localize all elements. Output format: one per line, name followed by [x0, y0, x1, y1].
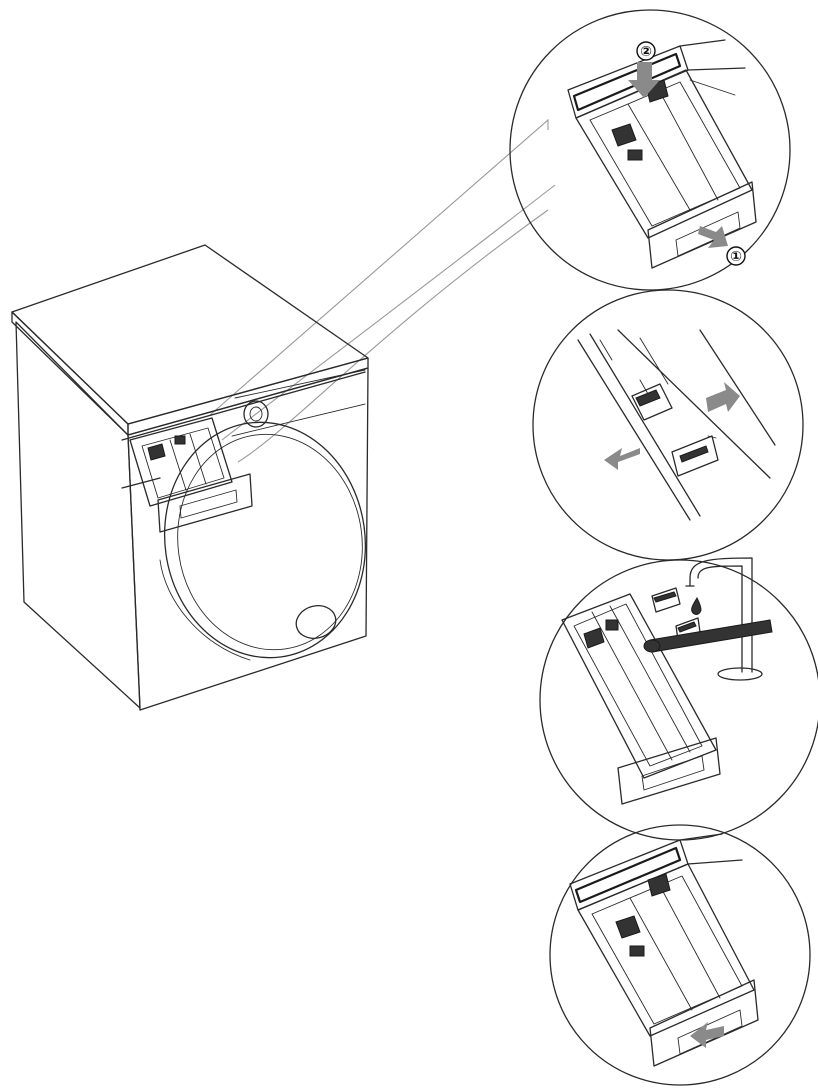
step-marker-1: ①	[726, 246, 746, 266]
step-circle-4	[549, 824, 811, 1086]
step-marker-2-label: ②	[640, 44, 652, 60]
step-circle-3	[539, 559, 818, 841]
washing-machine-icon	[11, 244, 369, 711]
step-circle-2	[532, 289, 804, 561]
brush-icon	[643, 619, 773, 653]
callout-lines	[209, 118, 556, 463]
arrow-icon	[604, 448, 640, 470]
arrow-icon	[706, 382, 740, 412]
step-marker-1-label: ①	[730, 249, 742, 265]
arrow-icon	[690, 1022, 724, 1048]
detergent-drawer-icon	[129, 417, 253, 533]
step-marker-2: ②	[636, 41, 656, 61]
water-drop-icon	[691, 596, 702, 615]
arrow-icon	[628, 62, 660, 98]
arrow-icon	[698, 226, 728, 248]
tap-icon	[685, 557, 763, 681]
step-circle-1	[509, 9, 791, 291]
